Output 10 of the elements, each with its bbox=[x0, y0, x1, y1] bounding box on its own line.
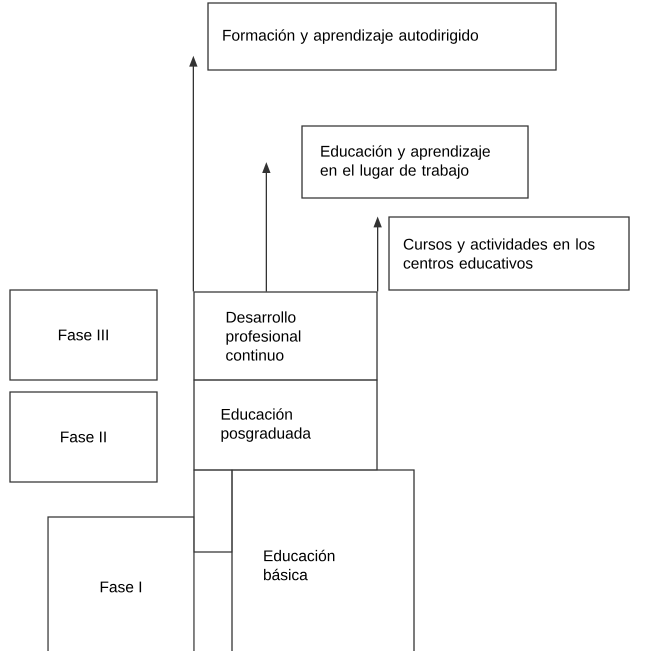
stage-box: Desarrollo profesional continuo bbox=[193, 291, 378, 381]
outcome-box: Cursos y actividades en los centros educativos bbox=[388, 216, 630, 291]
stage-box: Educación básica bbox=[231, 469, 415, 651]
stage-box: Educación posgraduada bbox=[193, 379, 378, 471]
phase-box: Fase II bbox=[9, 391, 158, 483]
phase-box: Fase I bbox=[47, 516, 195, 651]
outcome-box: Educación y aprendizaje en el lugar de trabajo bbox=[301, 125, 529, 199]
phase-box: Fase III bbox=[9, 289, 158, 381]
outcome-box: Formación y aprendizaje autodirigido bbox=[207, 2, 557, 71]
empty-box bbox=[193, 469, 233, 553]
